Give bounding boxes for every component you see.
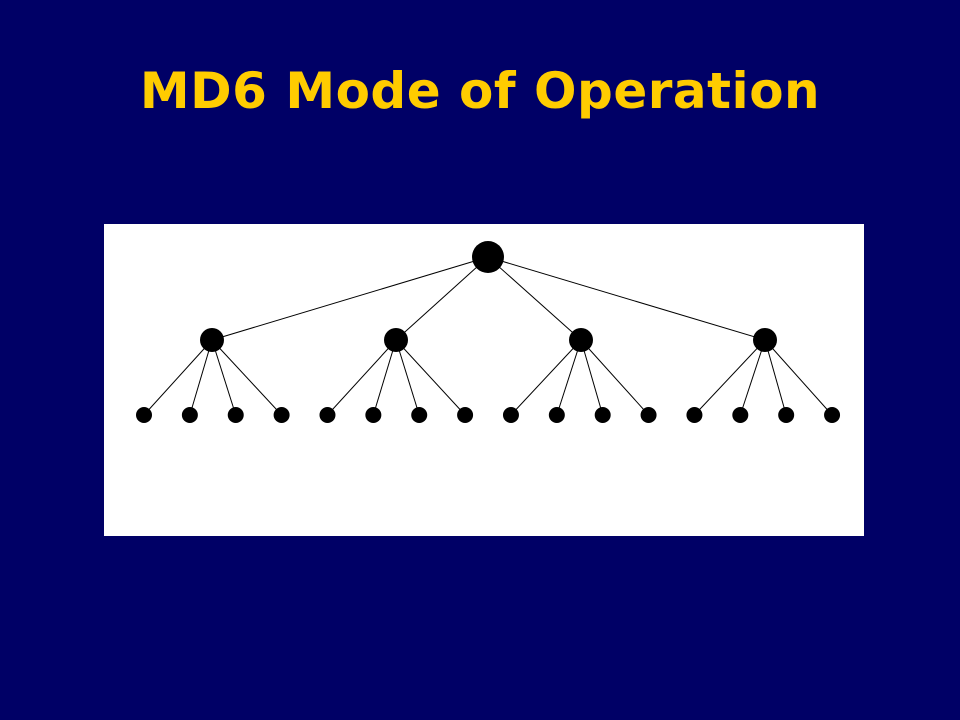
leaf-node-11 — [594, 407, 611, 423]
tree-diagram — [136, 241, 841, 423]
internal-node-4 — [753, 328, 777, 352]
leaf-node-9 — [502, 407, 519, 423]
internal-node-2 — [384, 328, 408, 352]
tree-nodes — [136, 241, 841, 423]
edge-root-to-node-1 — [211, 256, 489, 341]
edge-node-1-to-leaf-3 — [211, 339, 237, 416]
leaf-node-1 — [136, 407, 152, 423]
leaf-node-3 — [227, 407, 244, 423]
edge-node-1-to-leaf-1 — [143, 339, 213, 416]
edge-node-4-to-leaf-15 — [764, 339, 787, 416]
leaf-node-14 — [732, 407, 749, 423]
edge-root-to-node-4 — [487, 256, 766, 341]
leaf-node-8 — [457, 407, 474, 423]
leaf-node-5 — [319, 407, 336, 423]
leaf-node-16 — [824, 407, 841, 423]
edge-node-4-to-leaf-14 — [739, 339, 766, 416]
leaf-node-10 — [548, 407, 565, 423]
edge-root-to-node-3 — [487, 256, 582, 341]
edge-node-3-to-leaf-9 — [510, 339, 582, 416]
edge-node-3-to-leaf-12 — [580, 339, 649, 416]
edge-node-2-to-leaf-5 — [327, 339, 397, 416]
leaf-node-4 — [273, 407, 290, 423]
internal-node-3 — [569, 328, 593, 352]
tree-edges — [143, 256, 833, 416]
edge-node-4-to-leaf-13 — [694, 339, 766, 416]
leaf-node-13 — [686, 407, 703, 423]
root-node — [472, 241, 504, 273]
edge-node-2-to-leaf-7 — [395, 339, 420, 416]
edge-node-2-to-leaf-6 — [372, 339, 397, 416]
edge-root-to-node-2 — [395, 256, 489, 341]
edge-node-1-to-leaf-2 — [189, 339, 213, 416]
leaf-node-12 — [640, 407, 657, 423]
edge-node-1-to-leaf-4 — [211, 339, 282, 416]
edge-node-3-to-leaf-11 — [580, 339, 604, 416]
edge-node-3-to-leaf-10 — [556, 339, 582, 416]
internal-node-1 — [200, 328, 224, 352]
leaf-node-7 — [411, 407, 428, 423]
edge-node-4-to-leaf-16 — [764, 339, 833, 416]
edge-node-2-to-leaf-8 — [395, 339, 466, 416]
tree-diagram-panel — [104, 224, 864, 536]
leaf-node-2 — [181, 407, 198, 423]
leaf-node-15 — [778, 407, 795, 423]
slide-title: MD6 Mode of Operation — [139, 61, 821, 120]
leaf-node-6 — [365, 407, 382, 423]
